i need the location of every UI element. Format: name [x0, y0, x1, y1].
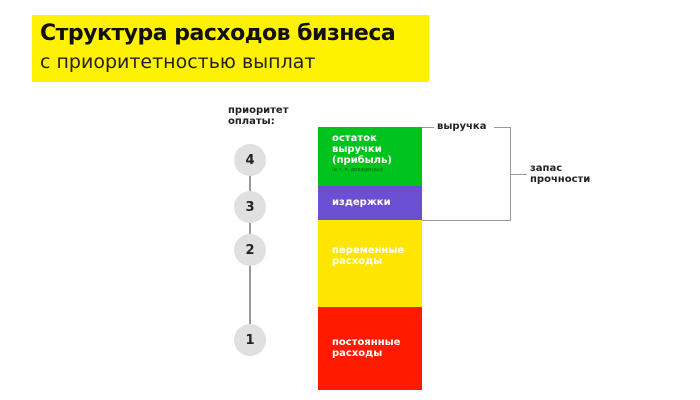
revenue-line-right — [494, 127, 511, 128]
safety-bracket-tick — [510, 174, 527, 175]
revenue-label: выручка — [437, 121, 487, 132]
safety-line1: запас — [530, 163, 563, 174]
priority-circle-3: 3 — [234, 191, 266, 223]
segment-costs: издержки — [318, 186, 422, 220]
title-banner: Структура расходов бизнеса с приоритетно… — [32, 15, 429, 82]
page-title: Структура расходов бизнеса — [40, 21, 396, 46]
profit-line1: остаток — [332, 133, 377, 144]
revenue-line-left — [422, 127, 434, 128]
priority-label: приоритет оплаты: — [228, 105, 288, 127]
safety-bracket-bottom — [422, 220, 511, 221]
fixed-line2: расходы — [332, 348, 383, 359]
safety-line2: прочности — [530, 174, 591, 185]
profit-note: (в т. ч. дивиденды) — [332, 167, 383, 173]
costs-label: издержки — [332, 197, 391, 208]
priority-label-line1: приоритет — [228, 105, 289, 116]
segment-variable-expenses: переменные расходы — [318, 220, 422, 307]
priority-circle-4: 4 — [234, 144, 266, 176]
variable-line2: расходы — [332, 256, 383, 267]
profit-line2: выручки — [332, 144, 382, 155]
segment-profit: остаток выручки (прибыль) (в т. ч. дивид… — [318, 127, 422, 186]
priority-label-line2: оплаты: — [228, 116, 275, 127]
safety-margin-label: запас прочности — [530, 163, 590, 185]
profit-line3: (прибыль) — [332, 155, 392, 166]
fixed-line1: постоянные — [332, 337, 401, 348]
page-subtitle: с приоритетностью выплат — [40, 51, 316, 73]
priority-circle-1: 1 — [234, 324, 266, 356]
priority-circle-2: 2 — [234, 234, 266, 266]
segment-fixed-expenses: постоянные расходы — [318, 307, 422, 390]
variable-line1: переменные — [332, 245, 405, 256]
